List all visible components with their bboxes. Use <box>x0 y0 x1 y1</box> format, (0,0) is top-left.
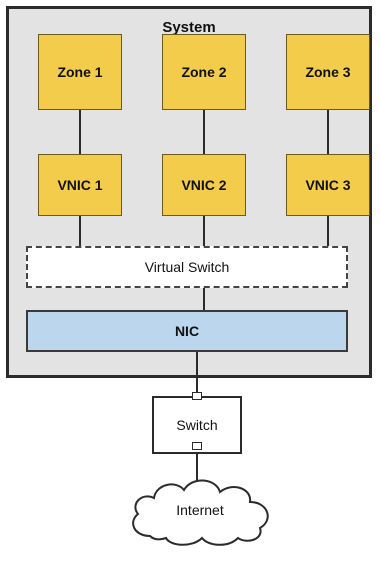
vnic-2-label: VNIC 2 <box>181 177 227 193</box>
cloud-icon <box>132 479 269 546</box>
switch-top-port <box>192 392 202 400</box>
zone3-vnic3-connector <box>327 110 329 154</box>
system-title: System <box>162 19 216 36</box>
zone-2-box: Zone 2 <box>162 34 246 110</box>
switch-bottom-port <box>192 442 202 450</box>
nic-label: NIC <box>174 323 200 339</box>
virtual-switch-label: Virtual Switch <box>144 259 230 275</box>
nic-switch-connector <box>196 352 198 400</box>
vnic-1-box: VNIC 1 <box>38 154 122 216</box>
nic-box: NIC <box>26 310 348 352</box>
vnic-3-label: VNIC 3 <box>305 177 351 193</box>
zone-3-label: Zone 3 <box>305 64 351 80</box>
zone-3-box: Zone 3 <box>286 34 370 110</box>
virtual-switch-box: Virtual Switch <box>26 246 348 288</box>
switch-label: Switch <box>176 417 218 433</box>
zone-1-box: Zone 1 <box>38 34 122 110</box>
vswitch-nic-connector <box>203 288 205 310</box>
internet-cloud: Internet <box>120 470 280 550</box>
vnic3-vswitch-connector <box>327 216 329 246</box>
switch-internet-connector <box>196 450 198 484</box>
zone-2-label: Zone 2 <box>181 64 227 80</box>
zone-1-label: Zone 1 <box>57 64 103 80</box>
vnic-2-box: VNIC 2 <box>162 154 246 216</box>
zone1-vnic1-connector <box>79 110 81 154</box>
vnic1-vswitch-connector <box>79 216 81 246</box>
internet-label: Internet <box>176 502 224 518</box>
vnic2-vswitch-connector <box>203 216 205 246</box>
zone2-vnic2-connector <box>203 110 205 154</box>
vnic-1-label: VNIC 1 <box>57 177 103 193</box>
vnic-3-box: VNIC 3 <box>286 154 370 216</box>
